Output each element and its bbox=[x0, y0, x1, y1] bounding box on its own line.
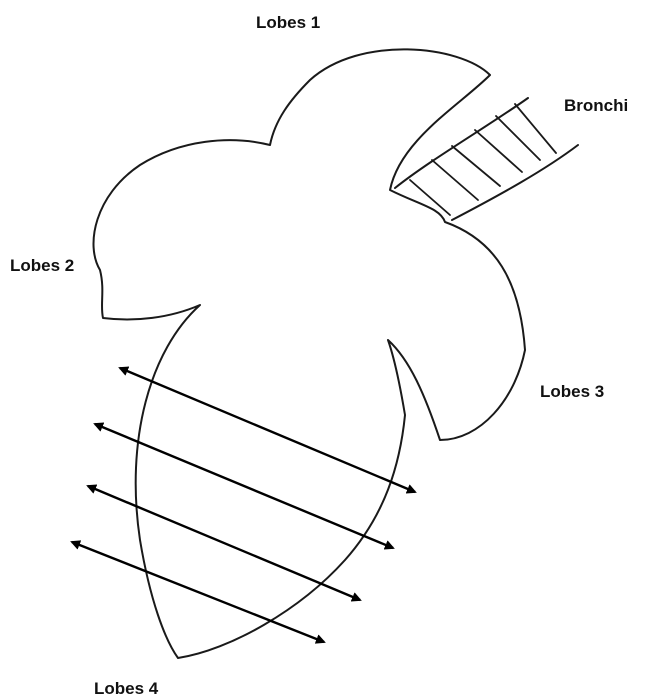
label-lobes-1: Lobes 1 bbox=[256, 14, 320, 31]
bronchi-lower-edge bbox=[452, 145, 578, 220]
label-lobes-3: Lobes 3 bbox=[540, 383, 604, 400]
double-arrow bbox=[120, 368, 415, 492]
double-arrow bbox=[72, 542, 324, 642]
bronchi-ring bbox=[515, 104, 556, 153]
label-bronchi: Bronchi bbox=[564, 97, 628, 114]
label-lobes-4: Lobes 4 bbox=[94, 680, 158, 697]
bronchi-ring bbox=[496, 116, 540, 160]
bronchi-ring bbox=[452, 146, 500, 186]
double-arrow bbox=[95, 424, 393, 548]
bronchi-ring bbox=[410, 180, 450, 215]
lung-outline bbox=[93, 49, 525, 658]
bronchi-ring bbox=[432, 160, 478, 200]
double-arrow bbox=[88, 486, 360, 600]
label-lobes-2: Lobes 2 bbox=[10, 257, 74, 274]
bronchi-ring bbox=[475, 130, 522, 172]
